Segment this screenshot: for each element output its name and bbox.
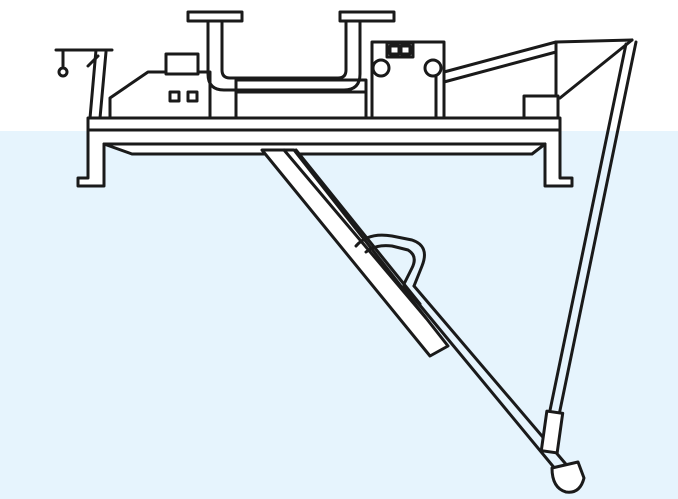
pipe-inner — [220, 19, 348, 80]
hull — [76, 116, 574, 188]
crane-mast — [88, 48, 98, 120]
cutter-head — [550, 460, 586, 494]
pipe-outer — [206, 19, 362, 92]
spud-foot — [539, 409, 565, 455]
cabin-roof-box — [164, 52, 200, 76]
suction-pipe-bend-inner — [364, 244, 416, 286]
spud-line — [556, 40, 638, 422]
stern-gantry — [442, 38, 634, 120]
gantry-brace — [558, 38, 634, 100]
discharge-pipe — [186, 10, 396, 92]
winch-drum — [423, 58, 443, 78]
crane-brace — [86, 54, 100, 68]
bow-crane — [54, 48, 114, 120]
pipe-flange-right — [338, 10, 396, 23]
crane-hook — [57, 66, 69, 78]
aft-window — [399, 44, 412, 56]
winch-drum — [371, 58, 391, 78]
spud-pole — [539, 40, 638, 455]
cabin-window — [168, 90, 181, 103]
water-background — [0, 131, 678, 499]
hull-body — [76, 116, 574, 188]
pipe-flange-left — [186, 10, 244, 23]
ladder-rail — [282, 148, 428, 320]
gantry-winch-box — [522, 94, 560, 120]
midship-deckhouse — [234, 78, 368, 120]
spud-line — [546, 42, 628, 422]
suction-pipe-bend — [354, 233, 426, 288]
gantry-top-line — [442, 40, 558, 74]
suction-pipe — [402, 284, 568, 484]
gantry-beam — [554, 38, 634, 44]
ladder-rail — [294, 148, 422, 306]
crane-mast — [98, 50, 108, 120]
aft-window — [388, 44, 401, 56]
cabin-window — [186, 90, 199, 103]
superstructure — [108, 40, 446, 120]
forward-cabin — [108, 70, 212, 120]
gantry-lower-line — [442, 50, 558, 84]
